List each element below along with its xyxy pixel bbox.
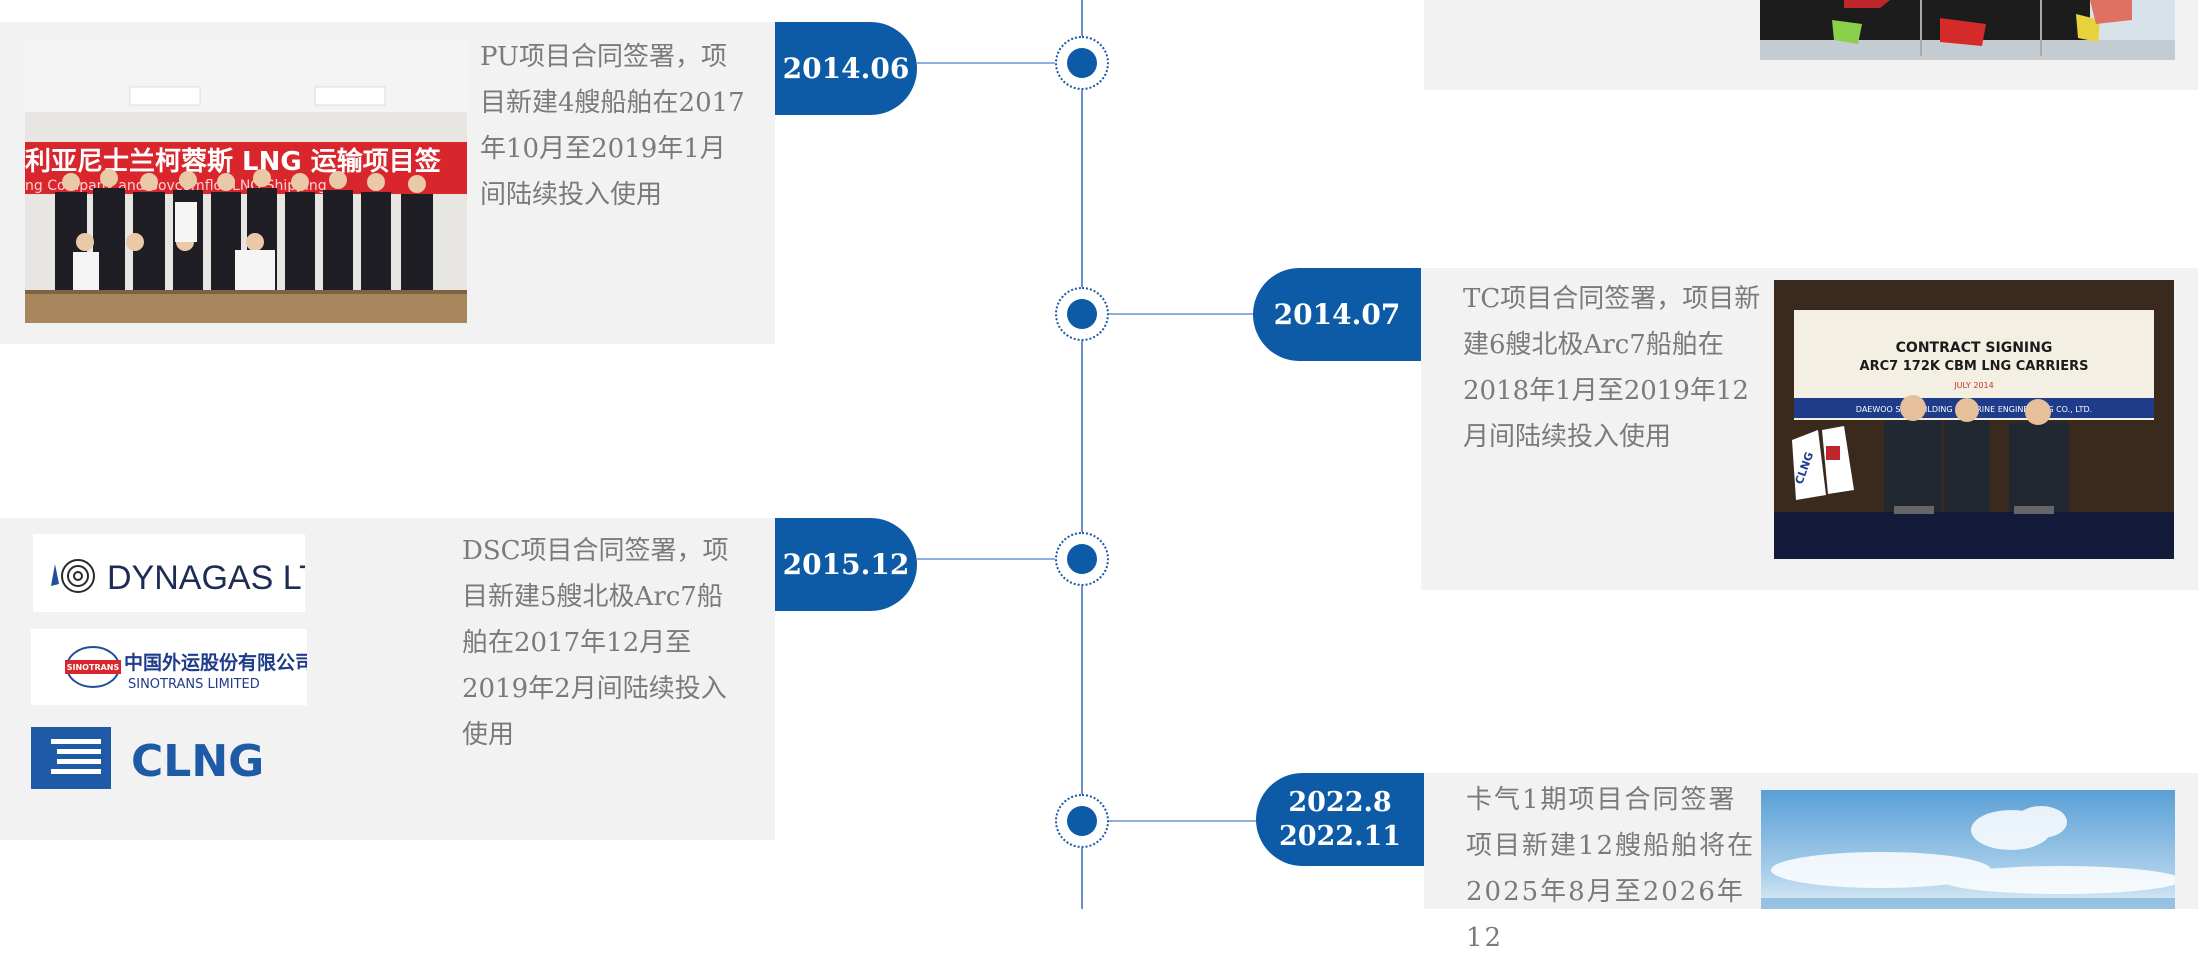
event-card-2022: 卡气1期项目合同签署项目新建12艘船舶将在2025年8月至2026年12 (1424, 773, 2198, 953)
sinotrans-logo: SINOTRANS 中国外运股份有限公司 SINOTRANS LIMITED (31, 629, 307, 705)
date-text: 2014.07 (1273, 298, 1401, 331)
dynagas-text: DYNAGAS LTD. (107, 559, 305, 597)
sinotrans-en-text: SINOTRANS LIMITED (128, 677, 260, 692)
date-badge-2014-07: 2014.07 (1253, 268, 1421, 361)
date-badge-2022: 2022.8 2022.11 (1256, 773, 1424, 866)
event-description: 卡气1期项目合同签署项目新建12艘船舶将在2025年8月至2026年12 (1466, 785, 1756, 953)
ship-photo (1760, 0, 2175, 60)
date-badge-2014-06: 2014.06 (775, 22, 917, 115)
signing-group-photo: 利亚尼士兰柯蓉斯 LNG 运输项目签 ng Company and Sovcom… (25, 42, 467, 323)
sign-subtitle: ARC7 172K CBM LNG CARRIERS (1860, 359, 2089, 374)
date-text-line2: 2022.11 (1278, 820, 1402, 852)
connector-line (1109, 820, 1256, 822)
timeline-axis (1081, 0, 1083, 909)
clng-logo: CLNG (31, 724, 307, 792)
event-card-top-partial (1424, 0, 2198, 90)
timeline-node (1055, 36, 1109, 90)
clng-text: CLNG (131, 736, 264, 787)
date-text-line1: 2022.8 (1288, 786, 1392, 818)
event-description: TC项目合同签署，项目新建6艘北极Arc7船舶在2018年1月至2019年12月… (1463, 284, 1761, 452)
event-card-2015-12: DYNAGAS LTD. SINOTRANS 中国外运股份有限公司 SINOTR… (0, 518, 775, 840)
event-description: DSC项目合同签署，项目新建5艘北极Arc7船舶在2017年12月至2019年2… (462, 536, 729, 750)
connector-line (917, 62, 1055, 64)
timeline-node (1055, 532, 1109, 586)
sky-sea-photo (1761, 790, 2175, 909)
sinotrans-cn-text: 中国外运股份有限公司 (124, 651, 307, 674)
connector-line (917, 558, 1055, 560)
date-badge-2015-12: 2015.12 (775, 518, 917, 611)
contract-signing-photo: CONTRACT SIGNING ARC7 172K CBM LNG CARRI… (1774, 280, 2174, 559)
timeline-node (1055, 287, 1109, 341)
sign-date: JULY 2014 (1953, 381, 1993, 390)
sign-title: CONTRACT SIGNING (1896, 340, 2053, 356)
dynagas-logo: DYNAGAS LTD. (33, 534, 305, 612)
sinotrans-badge-text: SINOTRANS (67, 663, 120, 672)
event-card-2014-06: 利亚尼士兰柯蓉斯 LNG 运输项目签 ng Company and Sovcom… (0, 22, 775, 344)
event-card-2014-07: TC项目合同签署，项目新建6艘北极Arc7船舶在2018年1月至2019年12月… (1421, 268, 2198, 590)
event-description: PU项目合同签署，项目新建4艘船舶在2017年10月至2019年1月间陆续投入使… (480, 42, 745, 210)
connector-line (1109, 313, 1253, 315)
timeline-node (1055, 794, 1109, 848)
banner-text: 利亚尼士兰柯蓉斯 LNG 运输项目签 (25, 146, 442, 177)
